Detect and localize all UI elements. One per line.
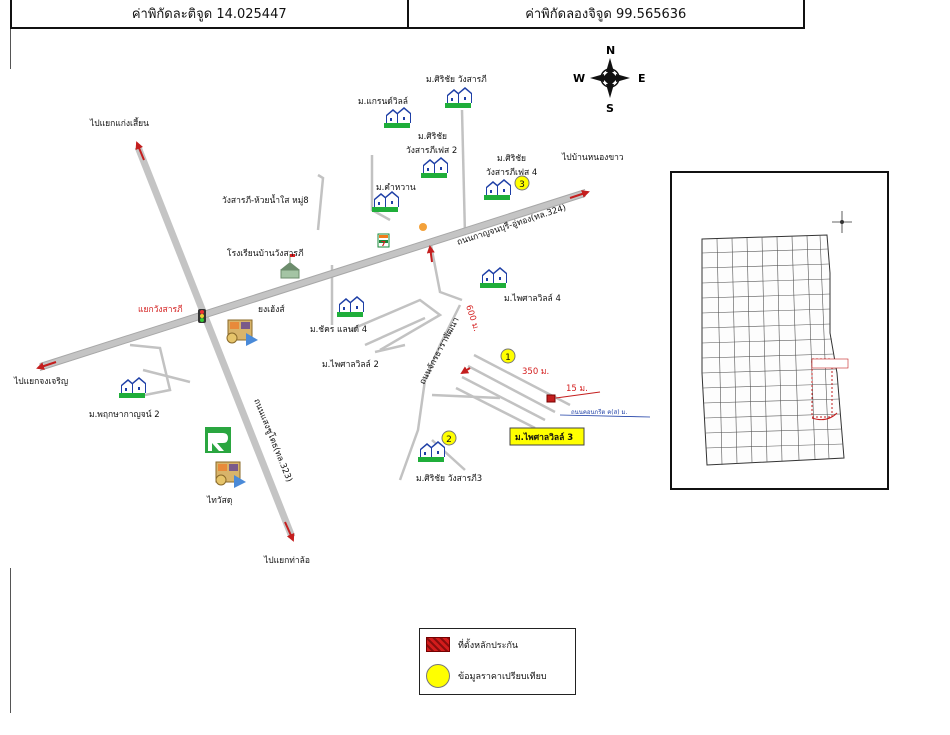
label-road-chaktharaphatthana: ถนนจักรธาราพัฒนา xyxy=(418,316,462,387)
house-icon-sirichai-phase4 xyxy=(484,179,511,200)
house-icon-sirichai-phase2 xyxy=(421,157,448,178)
compass-icon-small xyxy=(832,211,852,233)
map-legend: ที่ตั้งหลักประกัน ข้อมูลราคาเปรียบเทียบ xyxy=(419,628,576,695)
arrow-soi-2 xyxy=(460,366,471,375)
store-icon-thaiwatsadu xyxy=(215,461,246,488)
house-icon-sirichai-wangsarapi3 xyxy=(418,441,445,462)
land-plot-diagram xyxy=(701,211,852,466)
house-icon-sirichai-wangsarapi xyxy=(445,87,472,108)
border-line xyxy=(10,568,11,713)
comparison-marker-2: 2 xyxy=(441,430,457,446)
thaiwatsadu-logo xyxy=(205,427,231,453)
yellow-circle-icon xyxy=(426,664,450,688)
label-dist-350: 350 ม. xyxy=(522,367,549,377)
comparison-marker-3: 3 xyxy=(514,175,530,191)
label-junction: แยกวังสารภี xyxy=(138,304,183,315)
label-sirichai-phase2-b: วังสารภีเฟส 2 xyxy=(406,145,457,156)
label-chakon-land4: ม.ชัคร แลนด์ 4 xyxy=(310,324,367,335)
label-to-kaeng-sian: ไปแยกแก่งเสี้ยน xyxy=(89,117,149,129)
house-icon-phaisan-ville4 xyxy=(480,267,507,288)
arrow-south xyxy=(284,521,295,542)
svg-text:2: 2 xyxy=(446,435,452,445)
legend-item-collateral: ที่ตั้งหลักประกัน xyxy=(426,637,518,652)
coordinate-header: ค่าพิกัดละติจูด 14.025447 ค่าพิกัดลองจิจ… xyxy=(10,0,805,29)
label-phaisan-ville3: ม.ไพศาลวิลล์ 3 xyxy=(515,432,573,443)
gas-station-icon xyxy=(419,223,427,231)
label-to-ban-nong-khao: ไปบ้านหนองขาว xyxy=(561,152,624,163)
label-to-chong-charoen: ไปแยกจงเจริญ xyxy=(13,376,68,387)
label-phaisan-ville2: ม.ไพศาลวิลล์ 2 xyxy=(322,359,379,370)
longitude-label: ค่าพิกัดลองจิจูด 99.565636 xyxy=(408,0,805,29)
label-dist-600: 600 ม. xyxy=(463,304,481,333)
border-line xyxy=(10,29,11,69)
arrow-east xyxy=(569,190,590,199)
school-icon xyxy=(280,254,300,279)
hatched-red-swatch-icon xyxy=(426,637,450,652)
svg-text:1: 1 xyxy=(505,353,511,363)
house-icon-chakon-land4 xyxy=(337,296,364,317)
compass-s: S xyxy=(606,102,614,115)
house-icon-kamwan xyxy=(372,191,399,212)
direction-arrows xyxy=(36,141,590,542)
label-grand-ville: ม.แกรนด์วิลล์ xyxy=(358,96,408,107)
house-icon-phruksa-kanchana2 xyxy=(119,377,146,398)
label-sirichai-phase4-a: ม.ศิริชัย xyxy=(497,154,526,164)
plot-grid xyxy=(701,234,844,466)
house-icon-grand-ville xyxy=(384,107,411,128)
label-to-tha-lo: ไปแยกท่าล้อ xyxy=(263,555,310,566)
collateral-location-marker xyxy=(546,394,556,403)
label-dist-15: 15 ม. xyxy=(566,384,588,394)
comparison-marker-1: 1 xyxy=(500,348,516,364)
label-local-road: ถนนคอนกรีต ค(ส) ม. xyxy=(571,408,627,416)
latitude-label: ค่าพิกัดละติจูด 14.025447 xyxy=(10,0,409,29)
compass-w: W xyxy=(573,72,585,85)
compass-icon xyxy=(590,58,630,98)
label-sirichai-wangsarapi3: ม.ศิริชัย วังสารภี3 xyxy=(416,473,482,484)
svg-text:3: 3 xyxy=(519,180,525,190)
label-school: โรงเรียนบ้านวังสารภี xyxy=(227,248,304,259)
label-phruksa-kanchana2: ม.พฤกษากาญจน์ 2 xyxy=(89,409,160,420)
label-sirichai-phase4-b: วังสารภีเฟส 4 xyxy=(486,167,537,178)
label-thaiwatsadu: ไทวัสดุ xyxy=(206,495,232,506)
arrow-north xyxy=(135,141,145,161)
label-road-323: ถนนแสงชูโตธ(ทล.323) xyxy=(251,397,295,484)
traffic-light-icon xyxy=(198,309,206,323)
label-sirichai-phase2-a: ม.ศิริชัย xyxy=(418,132,447,142)
legend-label-comparison: ข้อมูลราคาเปรียบเทียบ xyxy=(458,672,547,682)
legend-item-comparison: ข้อมูลราคาเปรียบเทียบ xyxy=(426,664,547,688)
label-yongheng: ยงเฮ้งส์ xyxy=(258,304,285,315)
survey-map-inset xyxy=(670,171,889,490)
label-wang-sarapi-road: วังสารภี-ห้วยน้ำใส หมู่8 xyxy=(222,194,309,206)
compass-e: E xyxy=(638,72,646,85)
arrow-west xyxy=(36,361,57,370)
store-icon-yongheng xyxy=(226,319,258,346)
label-sirichai-wangsarapi: ม.ศิริชัย วังสารภี xyxy=(426,74,487,85)
legend-label-collateral: ที่ตั้งหลักประกัน xyxy=(458,640,519,651)
arrow-soi xyxy=(426,245,435,263)
svg-text:7: 7 xyxy=(381,240,386,248)
label-kamwan: ม.คำหวาน xyxy=(376,183,416,193)
compass-n: N xyxy=(606,44,615,57)
main-roads xyxy=(38,145,587,539)
seven-eleven-icon: 7 xyxy=(377,233,390,248)
phaisan-ville3-label-box xyxy=(509,427,585,446)
label-phaisan-ville4: ม.ไพศาลวิลล์ 4 xyxy=(504,293,561,304)
